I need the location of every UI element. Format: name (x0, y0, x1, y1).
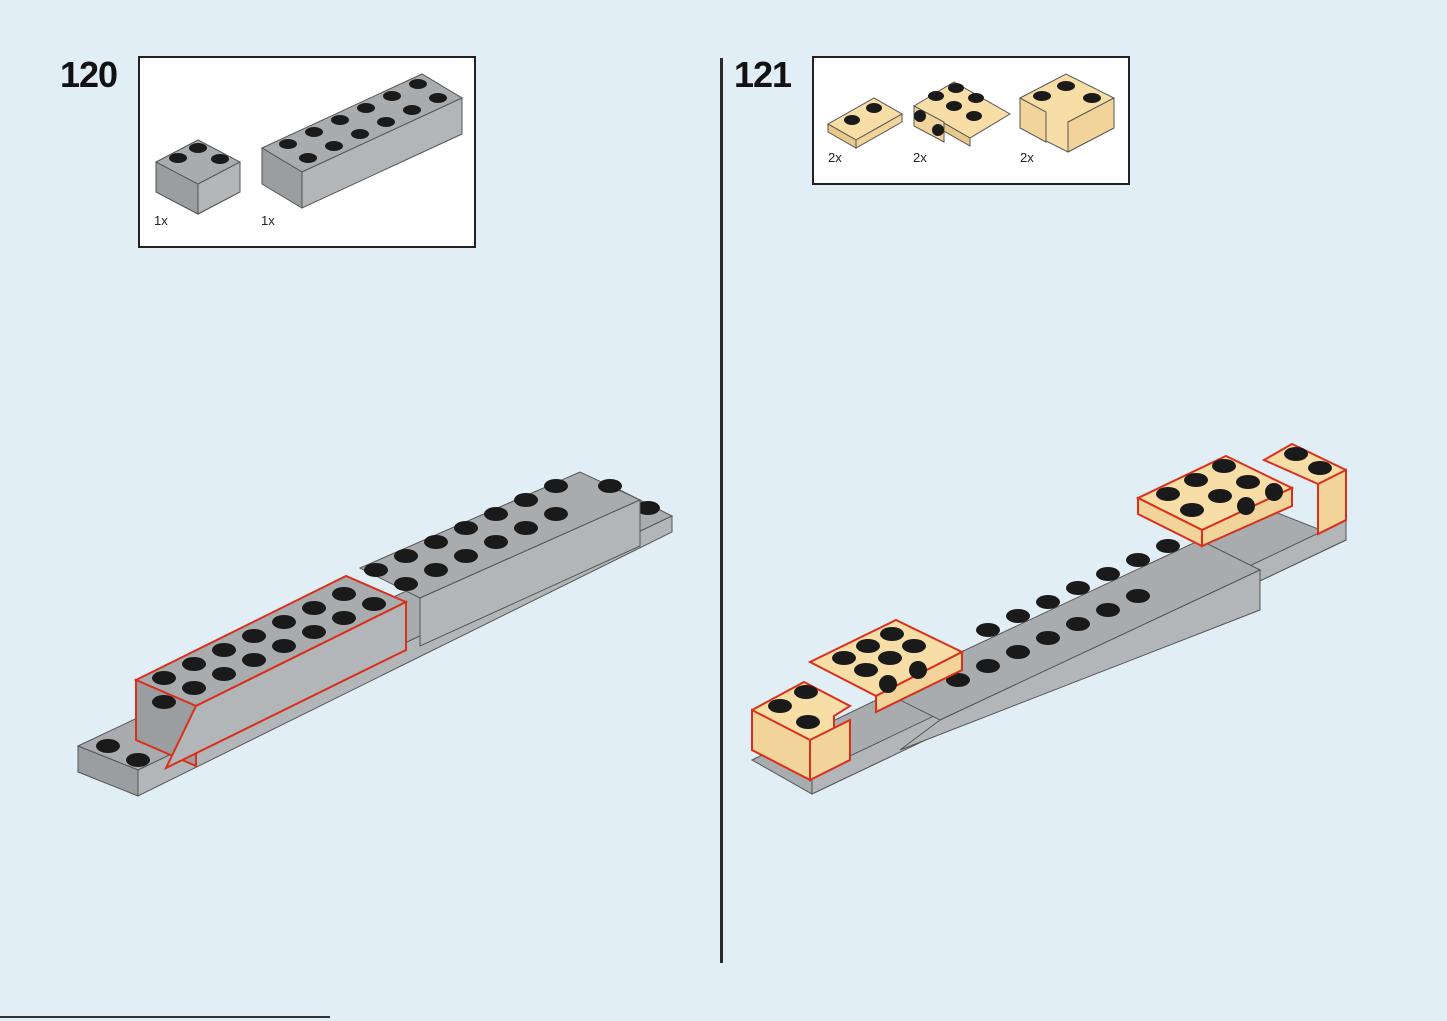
footer-rule (0, 1016, 330, 1018)
l-corner-brick-gray (156, 140, 240, 214)
parts-illustration-121 (814, 58, 1128, 183)
parts-illustration-120 (140, 58, 474, 246)
step-number-121: 121 (734, 54, 791, 96)
l-corner-brick-tan (1020, 74, 1114, 152)
parts-callout-121: 2x 2x 2x (812, 56, 1130, 185)
bracket-plate-tan (914, 82, 1010, 146)
parts-callout-120: 1x 1x (138, 56, 476, 248)
build-illustration-120 (60, 450, 760, 830)
part-qty: 1x (261, 213, 275, 228)
page-divider (720, 58, 723, 963)
brick-2x6-gray (262, 74, 462, 208)
part-qty: 2x (1020, 150, 1034, 165)
part-qty: 1x (154, 213, 168, 228)
plate-1x2-tan (828, 98, 902, 148)
part-qty: 2x (913, 150, 927, 165)
step-number-120: 120 (60, 54, 117, 96)
part-qty: 2x (828, 150, 842, 165)
build-illustration-121 (740, 430, 1380, 810)
